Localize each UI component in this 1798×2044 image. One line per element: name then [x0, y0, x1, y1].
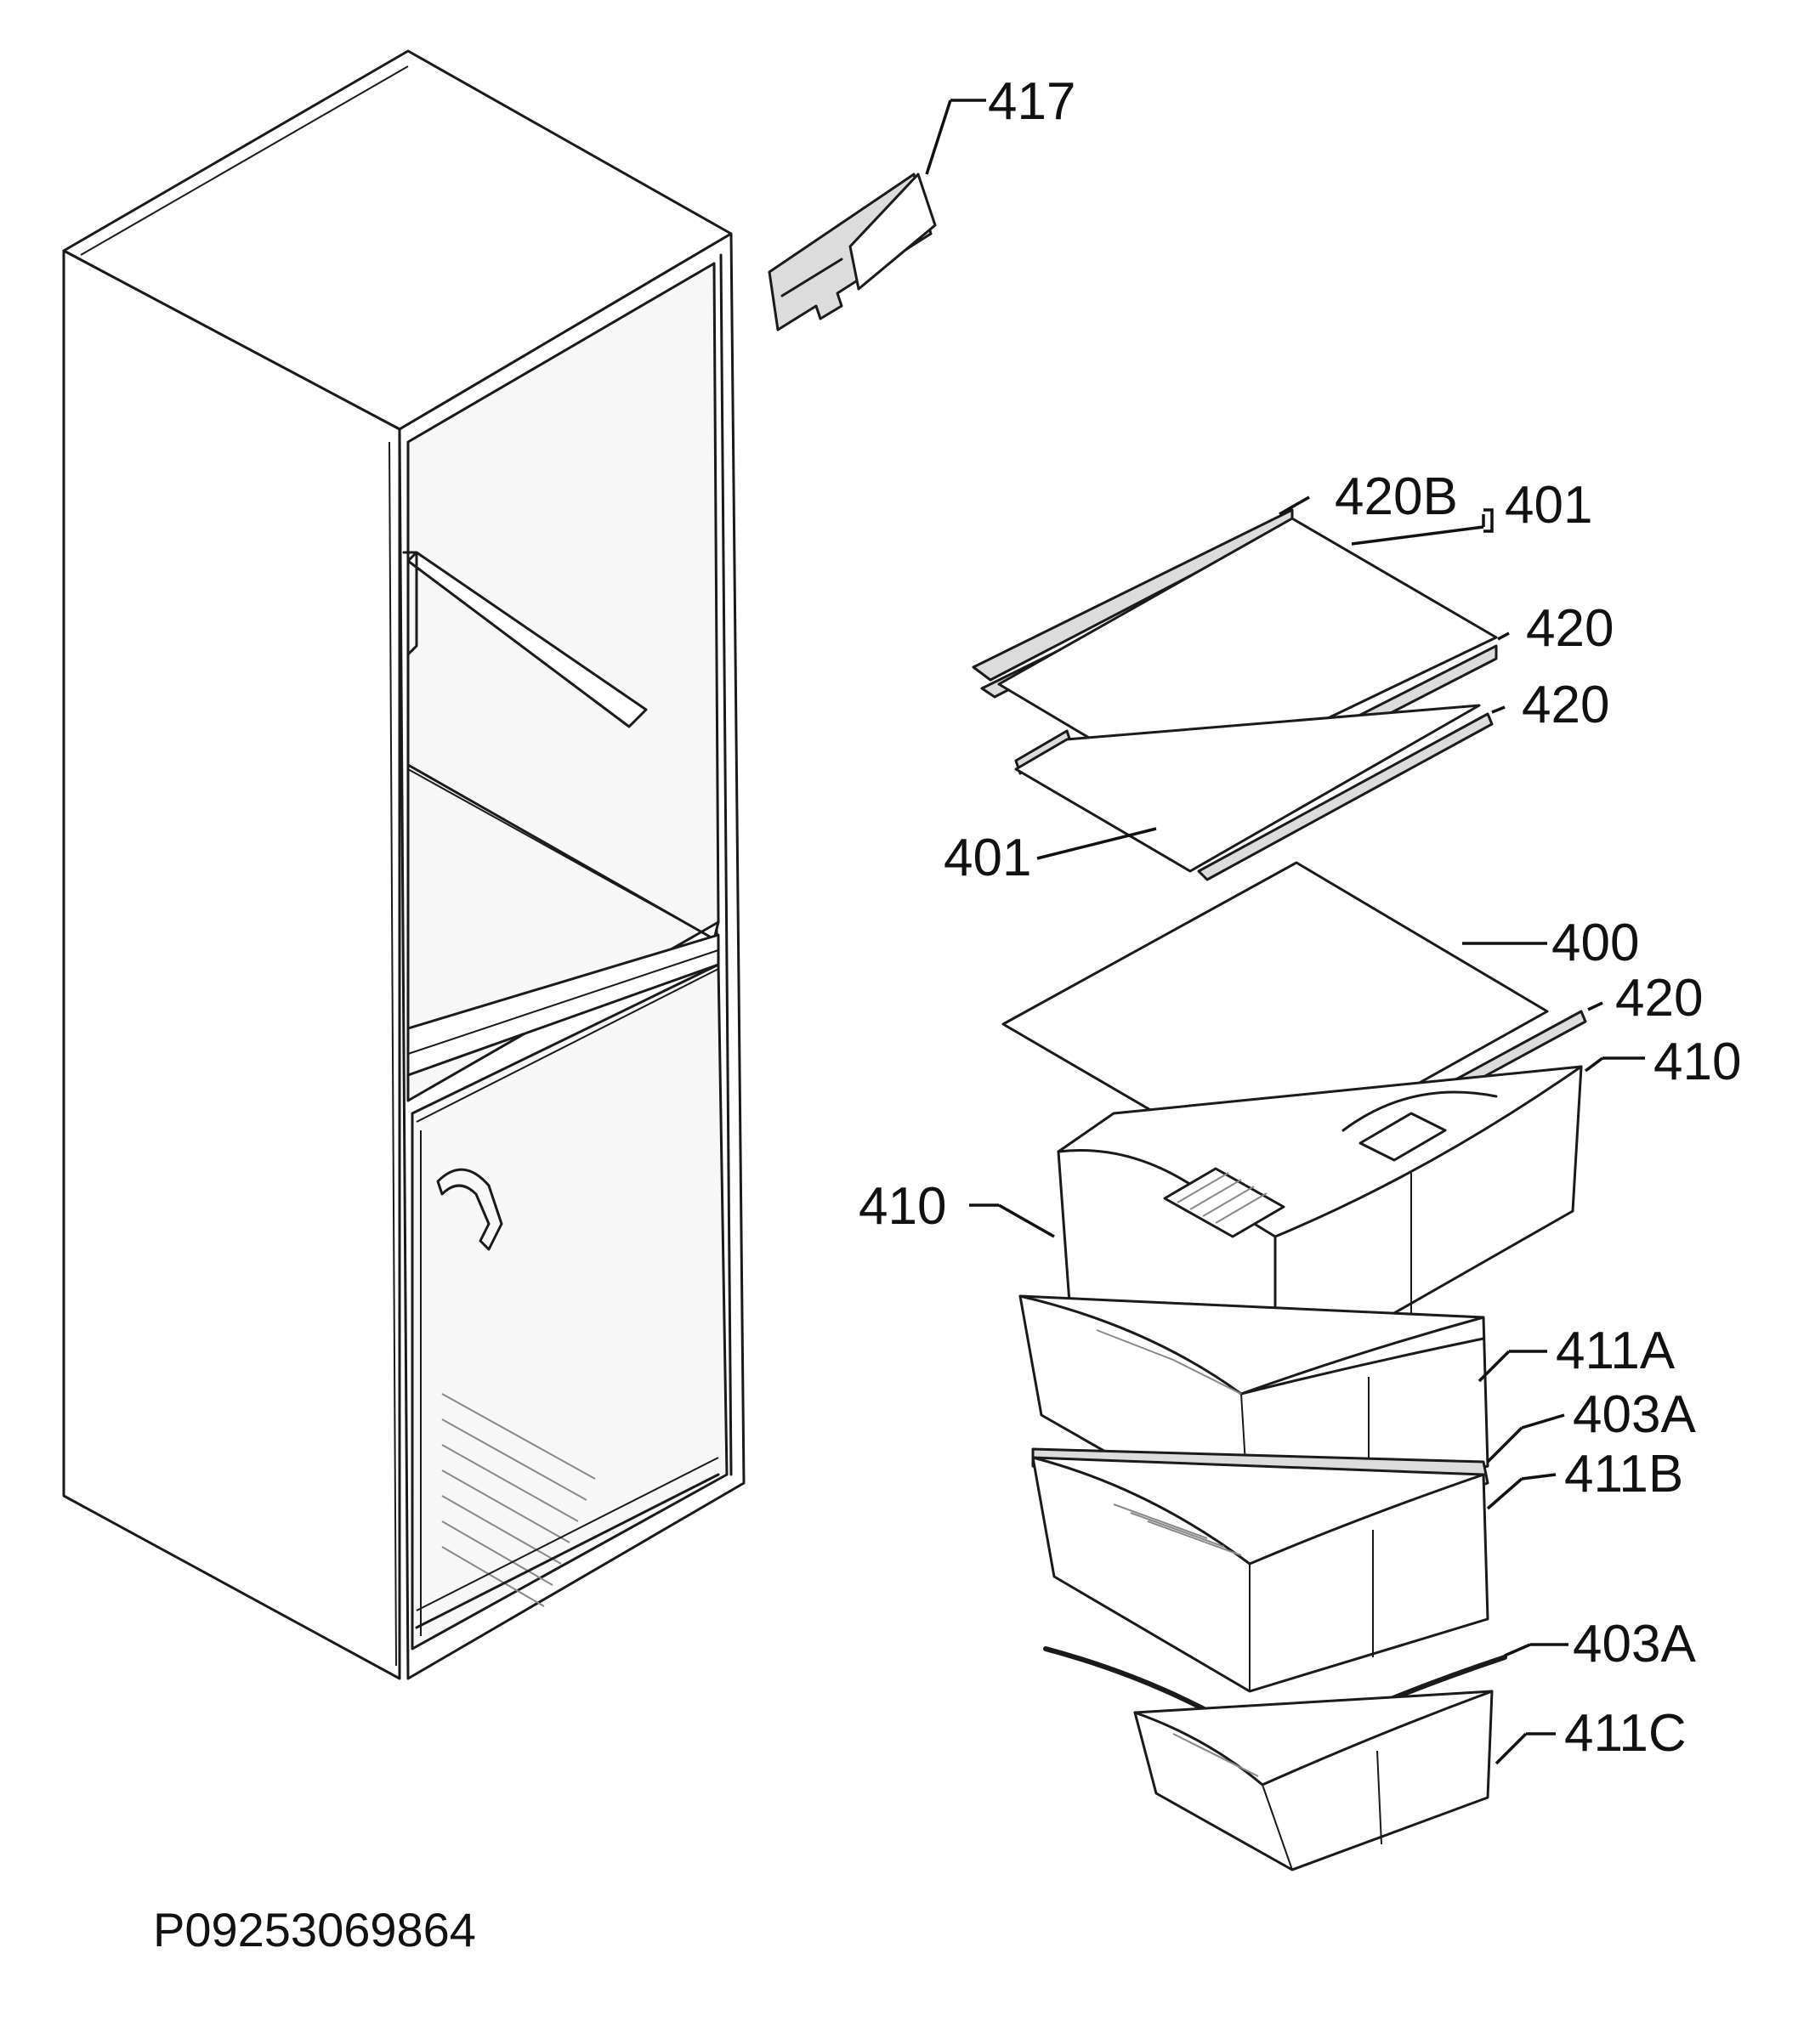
leader-403a-top	[1486, 1426, 1523, 1464]
leader-420-c	[1587, 1001, 1603, 1011]
callout-411b: 411B	[1564, 1445, 1683, 1503]
cabinet-left-gasket	[389, 441, 397, 1667]
crisper-410-divider	[1358, 1112, 1447, 1162]
drawer-411c-inner-grille	[1172, 1733, 1259, 1777]
crisper-box-410	[969, 1056, 1645, 1383]
drawer-411c-rim	[1133, 1690, 1494, 1786]
leader-420-b	[1491, 705, 1506, 714]
hinge-slot-line	[780, 258, 843, 297]
callout-410-right: 410	[1653, 1033, 1741, 1091]
cabinet-gasket-line	[719, 253, 733, 1476]
glass-shelf-401-middle	[1014, 704, 1506, 881]
hinge-tab	[848, 173, 937, 291]
callout-403a-bottom: 403A	[1573, 1615, 1696, 1673]
callout-417: 417	[988, 72, 1075, 131]
group-bracket-401	[1483, 508, 1494, 533]
leader-411b-tail	[1521, 1473, 1557, 1481]
leader-411b	[1486, 1477, 1523, 1510]
leader-420b	[1279, 495, 1310, 516]
part-number: P09253069864	[153, 1903, 476, 1956]
leader-401-mid	[1036, 827, 1157, 860]
drawer-411a-inner-ridge	[1096, 1329, 1242, 1395]
callout-401-mid: 401	[944, 829, 1031, 887]
callout-403a-top: 403A	[1573, 1385, 1696, 1444]
leader-420-a	[1497, 631, 1510, 641]
freezer-floor-front	[415, 1473, 720, 1629]
leader-401-top	[1351, 525, 1484, 546]
glass-panel-middle	[1014, 704, 1481, 873]
leader-403a-top-tail	[1521, 1413, 1565, 1430]
freezer-hook-bracket	[436, 1168, 503, 1251]
drawer-411a-front-curve	[1239, 1337, 1485, 1396]
callout-420-b: 420	[1522, 676, 1609, 734]
freezer-compartment-interior	[411, 963, 729, 1650]
drawer-411c-panel-line	[1376, 1750, 1382, 1845]
leader-411a	[1478, 1350, 1511, 1383]
crisper-410-inner-grille	[1163, 1167, 1285, 1238]
freezer-top-edge	[416, 968, 719, 1123]
callout-410-left: 410	[859, 1177, 946, 1236]
shelf-front-trim-420-mid	[1197, 712, 1494, 881]
freezer-drawer-411b	[1031, 1413, 1565, 1693]
callout-420-a: 420	[1526, 599, 1614, 658]
hinge-part-417	[768, 99, 986, 331]
leader-417	[925, 99, 952, 175]
leader-410-left-diag	[998, 1203, 1055, 1238]
drawer-411b-rim	[1031, 1456, 1485, 1566]
cabinet-top-edge-line	[80, 65, 409, 256]
callout-401-top: 401	[1505, 476, 1592, 535]
callout-400: 400	[1551, 914, 1639, 972]
crisper-410-rim	[1057, 1065, 1583, 1238]
bracket-mount	[402, 551, 418, 656]
callout-411c: 411C	[1564, 1704, 1687, 1763]
crisper-410-handle	[1341, 1090, 1498, 1132]
leader-411c	[1495, 1732, 1528, 1765]
shelf-support-bracket	[406, 551, 648, 728]
drawer-411c-edge	[1262, 1784, 1293, 1871]
callout-420-c: 420	[1615, 969, 1703, 1028]
divider-shelf-line	[407, 949, 719, 1055]
callout-labels: 417 420B 401 420 420 401 400 420 410 410…	[859, 72, 1741, 1763]
fridge-cabinet	[62, 49, 746, 1680]
callout-420b: 420B	[1335, 467, 1458, 526]
freezer-floor-lip	[416, 1457, 719, 1611]
freezer-drawer-411c	[1043, 1643, 1568, 1871]
drawer-411b-inner-grille	[1113, 1503, 1242, 1556]
drawer-411c-body	[1133, 1690, 1494, 1871]
drawer-411b-body	[1031, 1456, 1489, 1693]
cabinet-left-side	[62, 249, 401, 1680]
callout-411a: 411A	[1556, 1322, 1676, 1380]
leader-403a-bottom	[1504, 1643, 1531, 1657]
freezer-floor-grille	[441, 1393, 596, 1607]
leader-410-right	[1584, 1056, 1604, 1073]
